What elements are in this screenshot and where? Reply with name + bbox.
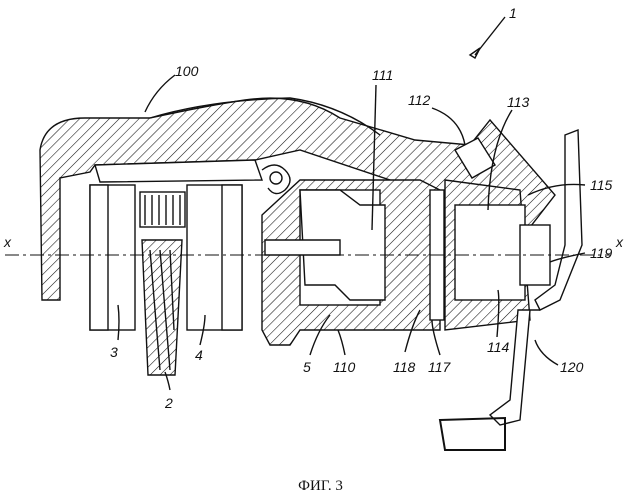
axis-label-left: x (3, 234, 12, 250)
label-114: 114 (487, 339, 510, 355)
figure-caption: ФИГ. 3 (0, 478, 641, 495)
label-120: 120 (560, 359, 584, 375)
piston-110 (262, 180, 440, 345)
label-113: 113 (507, 94, 530, 110)
label-117: 117 (428, 359, 452, 375)
label-115: 115 (590, 177, 613, 193)
brake-disc-2 (142, 240, 182, 375)
label-1: 1 (509, 5, 517, 21)
label-5: 5 (303, 359, 311, 375)
label-2: 2 (164, 395, 173, 411)
label-110: 110 (333, 359, 356, 375)
label-100: 100 (175, 63, 199, 79)
label-4: 4 (195, 347, 203, 363)
label-119: 119 (590, 245, 613, 261)
label-118: 118 (393, 359, 416, 375)
brake-pad-3 (90, 185, 135, 330)
label-3: 3 (110, 344, 118, 360)
axis-label-right: x (615, 234, 624, 250)
dust-seal (262, 165, 290, 194)
label-111: 111 (372, 67, 393, 83)
label-112: 112 (408, 92, 431, 108)
brake-pad-4 (187, 185, 242, 330)
pad-spring (140, 192, 185, 227)
